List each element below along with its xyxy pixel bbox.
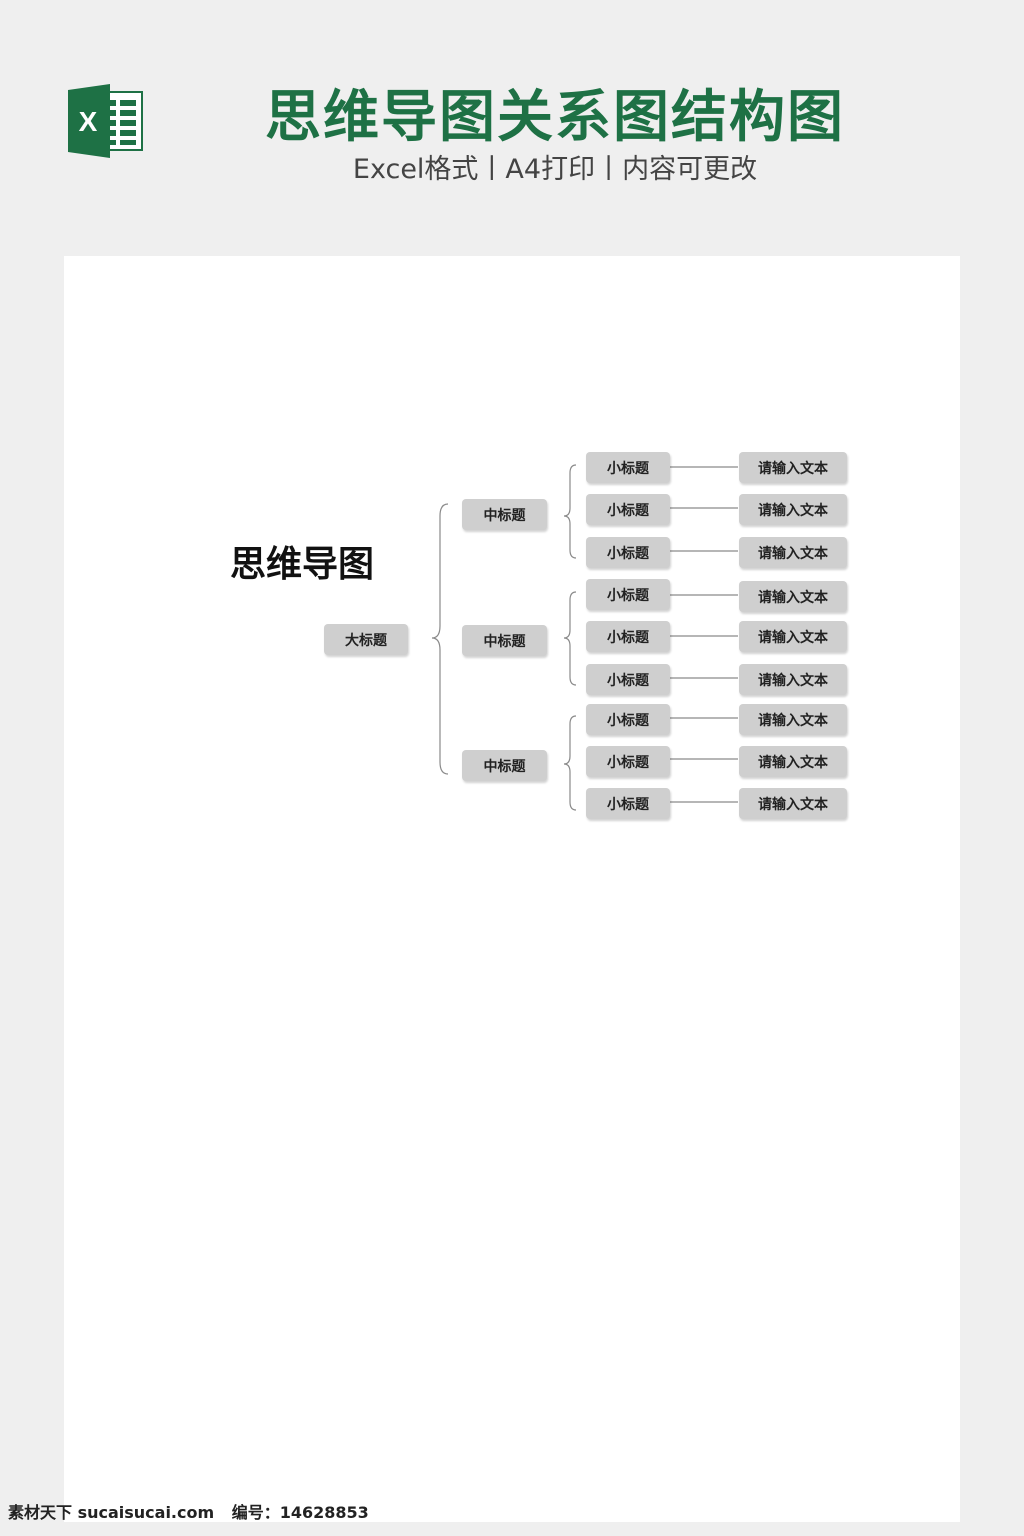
- leaf-title-node[interactable]: 小标题: [586, 537, 670, 568]
- leaf-text-node[interactable]: 请输入文本: [739, 746, 847, 777]
- page-title: 思维导图关系图结构图: [265, 85, 845, 150]
- leaf-title-node[interactable]: 小标题: [586, 788, 670, 819]
- excel-icon-letter: X: [79, 106, 98, 137]
- leaf-text-node[interactable]: 请输入文本: [739, 537, 847, 568]
- excel-icon: X: [68, 84, 143, 158]
- branch-node[interactable]: 中标题: [462, 499, 547, 530]
- leaf-text-node[interactable]: 请输入文本: [739, 788, 847, 819]
- leaf-title-node[interactable]: 小标题: [586, 494, 670, 525]
- footer-watermark: 素材天下 sucaisucai.com 编号：14628853: [8, 1500, 381, 1526]
- leaf-text-node[interactable]: 请输入文本: [739, 621, 847, 652]
- footer-site: 素材天下 sucaisucai.com: [8, 1503, 215, 1522]
- leaf-title-node[interactable]: 小标题: [586, 579, 670, 610]
- leaf-text-node[interactable]: 请输入文本: [739, 664, 847, 695]
- leaf-text-node[interactable]: 请输入文本: [739, 581, 847, 612]
- branch-node[interactable]: 中标题: [462, 625, 547, 656]
- branch-node[interactable]: 中标题: [462, 750, 547, 781]
- root-node[interactable]: 大标题: [324, 624, 408, 655]
- leaf-text-node[interactable]: 请输入文本: [739, 452, 847, 483]
- document-page: [64, 256, 960, 1522]
- leaf-title-node[interactable]: 小标题: [586, 746, 670, 777]
- leaf-title-node[interactable]: 小标题: [586, 452, 670, 483]
- leaf-text-node[interactable]: 请输入文本: [739, 704, 847, 735]
- page-subtitle: Excel格式丨A4打印丨内容可更改: [352, 154, 758, 185]
- footer-id: 编号：14628853: [231, 1503, 369, 1522]
- leaf-text-node[interactable]: 请输入文本: [739, 494, 847, 525]
- leaf-title-node[interactable]: 小标题: [586, 704, 670, 735]
- leaf-title-node[interactable]: 小标题: [586, 621, 670, 652]
- mindmap-heading: 思维导图: [230, 544, 375, 585]
- leaf-title-node[interactable]: 小标题: [586, 664, 670, 695]
